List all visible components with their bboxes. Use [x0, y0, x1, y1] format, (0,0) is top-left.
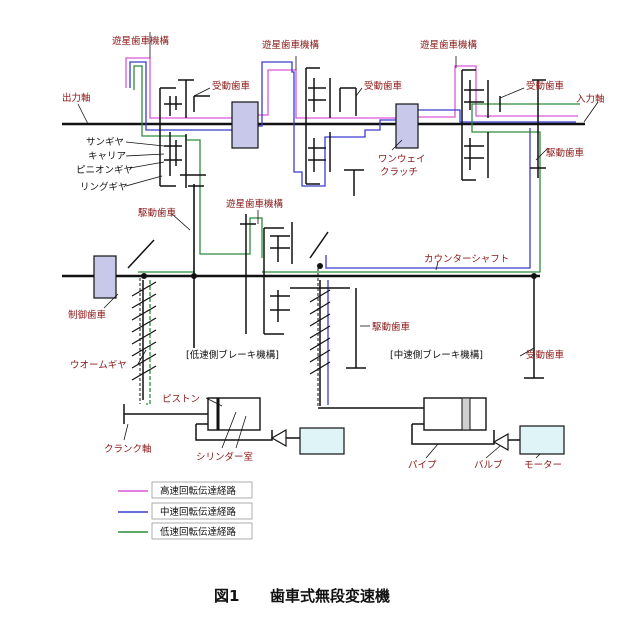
control-clutch-block [94, 256, 116, 298]
junction-dot [191, 273, 197, 279]
junction-dot [141, 273, 147, 279]
cylinder-right [318, 398, 564, 454]
label-one-way-clutch-2: クラッチ [380, 167, 418, 178]
label-mid-brake: [中速側ブレーキ機構] [390, 349, 483, 361]
label-pipe: パイプ [408, 460, 437, 471]
label-drive-gear-3: 駆動歯車 [546, 147, 585, 159]
leader-lines [78, 32, 598, 458]
label-planetary-right: 遊星歯車機構 [420, 39, 478, 51]
legend: 高速回転伝達経路 中速回転伝達経路 低速回転伝達経路 [118, 482, 252, 539]
label-one-way-clutch: ワンウェイ [378, 154, 426, 165]
planetary-gear-left [160, 80, 210, 188]
label-drive-gear-1: 駆動歯車 [138, 207, 177, 219]
label-planetary-left: 遊星歯車機構 [112, 35, 170, 47]
label-driven-gear-3: 受動歯車 [526, 80, 565, 92]
label-carrier: キャリア [88, 151, 126, 162]
label-counter-shaft: カウンターシャフト [424, 254, 509, 265]
planetary-gear-middle [306, 68, 364, 196]
mid-speed-path-bottom [326, 128, 530, 268]
label-drive-gear-2: 駆動歯車 [372, 321, 411, 333]
label-control-gear: 制御歯車 [68, 309, 107, 321]
label-worm-gear: ウオームギヤ [70, 360, 127, 371]
label-valve: バルブ [474, 459, 503, 471]
caption-figure-number: 図1 [214, 587, 239, 605]
label-piston: ピストン [162, 394, 200, 405]
label-output-shaft: 出力軸 [62, 92, 91, 104]
motor-box-right [520, 426, 564, 454]
legend-label-mid: 中速回転伝達経路 [160, 506, 237, 518]
label-planetary-lower: 遊星歯車機構 [226, 198, 284, 210]
label-driven-gear-right: 受動歯車 [526, 349, 565, 361]
caption-title: 歯車式無段変速機 [270, 587, 390, 605]
cylinder-left [124, 398, 344, 454]
label-crank-shaft: クランク軸 [104, 443, 152, 455]
one-way-clutch-block [396, 104, 418, 148]
label-pinion-gear: ピニオンギヤ [76, 165, 133, 176]
label-planetary-middle: 遊星歯車機構 [262, 39, 320, 51]
label-driven-gear-1: 受動歯車 [212, 80, 251, 92]
planetary-gear-lower [240, 214, 366, 368]
label-low-brake: [低速側ブレーキ機構] [186, 349, 279, 361]
label-motor: モーター [524, 460, 562, 471]
worm-gear-mid [310, 280, 330, 406]
label-input-shaft: 入力軸 [576, 93, 605, 105]
label-driven-gear-2: 受動歯車 [364, 80, 403, 92]
label-cylinder-chamber: シリンダー室 [196, 451, 253, 463]
low-speed-path-counter [262, 104, 580, 272]
legend-label-high: 高速回転伝達経路 [160, 485, 237, 497]
low-speed-path-top [134, 66, 262, 258]
label-ring-gear: リングギヤ [80, 181, 128, 193]
clutch-block-left [232, 102, 258, 148]
worm-gear-left [132, 280, 156, 400]
legend-label-low: 低速回転伝達経路 [160, 526, 237, 538]
motor-box-left [300, 428, 344, 454]
label-sun-gear: サンギヤ [86, 137, 124, 148]
